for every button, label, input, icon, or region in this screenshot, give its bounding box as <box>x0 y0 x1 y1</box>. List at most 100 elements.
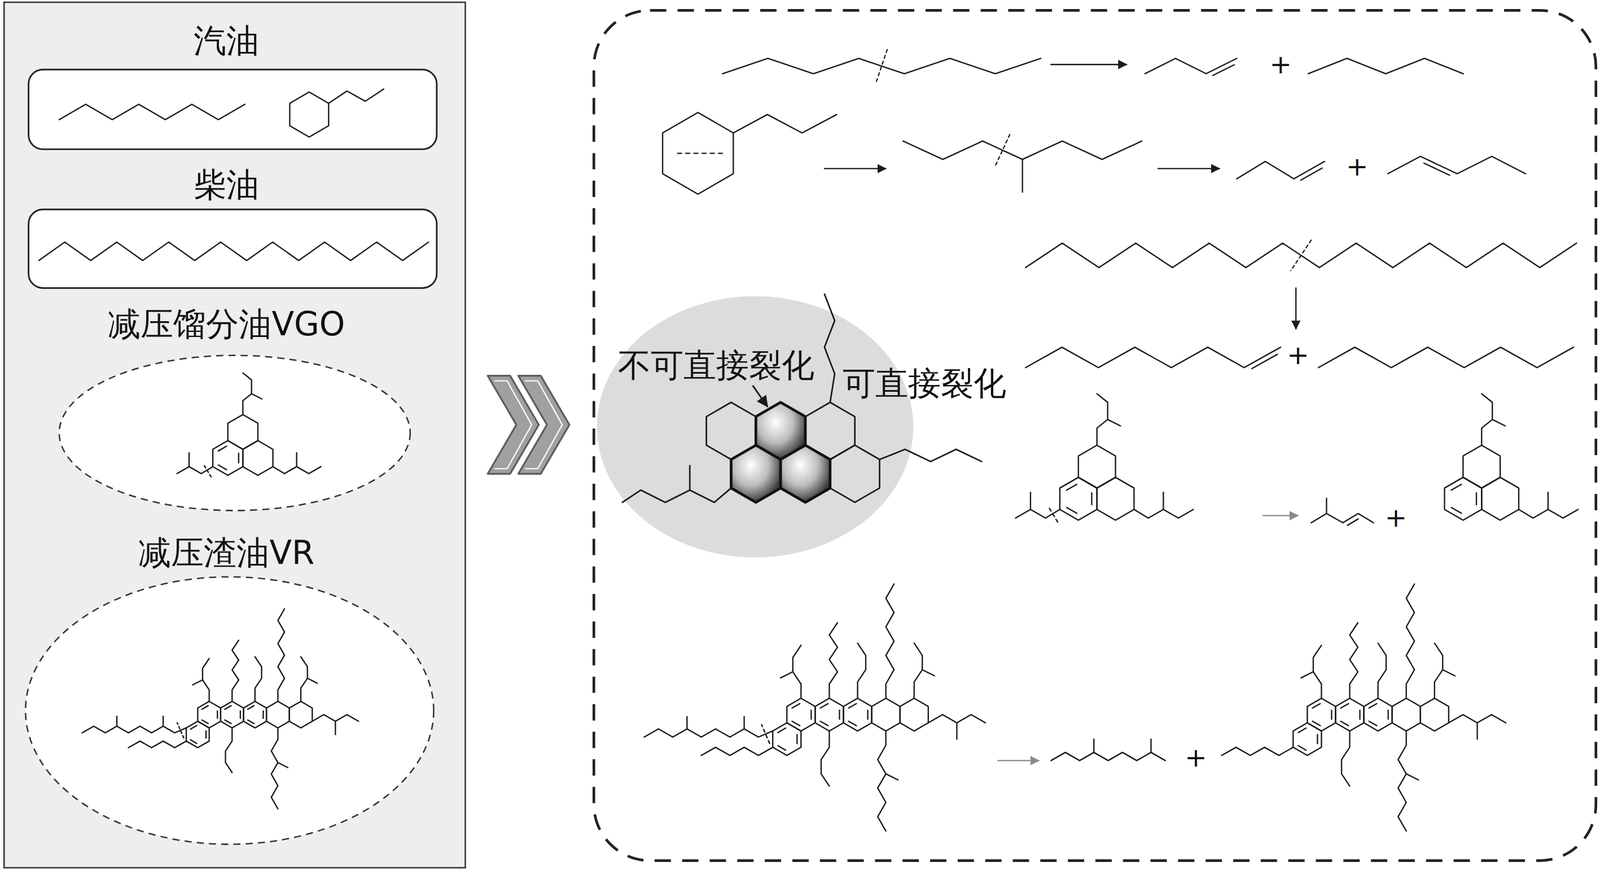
alkyl-chain <box>255 656 262 701</box>
double-bond <box>848 703 857 708</box>
alkyl-chain <box>295 452 297 467</box>
fraction-label: 汽油 <box>193 21 260 61</box>
alkyl-chain <box>886 584 894 699</box>
reaction-arrow <box>1263 514 1298 516</box>
double-bond <box>1451 484 1462 490</box>
double-bond <box>1330 709 1332 720</box>
alkyl-chain <box>188 452 190 467</box>
ring-bond <box>242 440 273 476</box>
double-bond <box>820 721 829 726</box>
ring-bond <box>1392 698 1421 731</box>
cleavage-mark <box>875 49 888 83</box>
octane-molecule <box>59 104 245 120</box>
cleavage-mark <box>677 152 723 154</box>
alkyl-chain <box>1150 738 1152 753</box>
annotation-text: 不可直接裂化 <box>617 345 815 385</box>
alkyl-chain <box>780 671 793 678</box>
double-bond <box>202 719 209 723</box>
reaction-arrow <box>1295 287 1297 329</box>
ring-bond <box>1444 477 1483 521</box>
alkene-molecule <box>1236 161 1325 179</box>
alkyl-chain <box>116 716 118 727</box>
double-bond <box>190 739 197 744</box>
alkyl-chain <box>1133 509 1194 519</box>
alkyl-chain <box>1349 622 1358 699</box>
ring-bond <box>1364 698 1393 731</box>
double-bond <box>224 719 231 723</box>
fraction-ellipse: 减压馏分油VGO <box>59 304 411 511</box>
alkyl-chain <box>857 642 866 699</box>
ring-bond <box>266 701 290 729</box>
double-bond <box>777 745 786 751</box>
alkyl-chain <box>192 679 203 685</box>
alkene-molecule <box>1025 347 1281 368</box>
alkyl-chain <box>277 608 285 702</box>
alkyl-chain <box>914 642 923 699</box>
double-bond <box>1090 492 1093 505</box>
alkyl-chain <box>829 622 837 699</box>
reaction-panel <box>593 10 1596 861</box>
reaction-arrow <box>824 168 886 170</box>
fraction-label: 减压渣油VR <box>138 533 315 573</box>
ring-bond <box>843 698 872 731</box>
cleavage-mark <box>995 134 1011 166</box>
alkyl-chain <box>1313 645 1322 699</box>
alkyl-chain <box>622 488 732 503</box>
alkyl-chain <box>300 656 308 701</box>
plus-sign: + <box>1286 340 1309 370</box>
alkyl-chain <box>701 747 774 756</box>
alkyl-chain <box>202 658 210 701</box>
ring-bond <box>1307 698 1336 731</box>
double-bond <box>1475 492 1477 505</box>
double-bond <box>1316 734 1318 744</box>
ring-bond <box>1059 477 1098 521</box>
alkyl-chain <box>273 466 322 474</box>
ring-bond <box>1292 722 1322 756</box>
double-bond <box>1300 168 1323 181</box>
alkyl-chain <box>922 669 935 676</box>
ring-bond <box>243 701 267 729</box>
double-bond <box>1359 709 1361 720</box>
reaction-arrow <box>1050 63 1127 65</box>
alkyl-chain <box>1221 747 1294 756</box>
fraction-label: 减压馏分油VGO <box>107 304 345 344</box>
ring-bond <box>786 698 815 731</box>
double-bond <box>1312 703 1321 708</box>
alkyl-chain <box>886 773 899 780</box>
molecule-ground <box>597 296 914 558</box>
alkyl-chain <box>1406 584 1415 699</box>
double-bond <box>838 709 840 720</box>
aromatic-ring <box>780 445 831 503</box>
alkyl-chain <box>928 714 986 723</box>
vr-molecule <box>82 608 359 809</box>
alkyl-chain <box>231 640 239 701</box>
chevron-arrow <box>518 375 569 475</box>
annotation-text: 可直接裂化 <box>842 364 1007 403</box>
fraction-ellipse-outline <box>59 355 411 511</box>
double-bond <box>1387 709 1389 720</box>
double-bond <box>218 445 227 451</box>
fraction-label: 柴油 <box>193 165 260 205</box>
fraction-ellipse: 减压渣油VR <box>25 534 434 847</box>
double-bond <box>1312 721 1321 726</box>
alkyl-chain <box>1162 492 1164 510</box>
plus-sign: + <box>1384 502 1407 533</box>
alkyl-chain <box>879 449 983 462</box>
alkyl-chain <box>334 721 336 735</box>
reaction-arrow <box>997 759 1039 761</box>
vgo-product <box>1444 393 1579 521</box>
double-bond <box>1212 64 1235 76</box>
fraction-box: 柴油 <box>28 161 437 288</box>
reaction-arrow <box>1158 168 1220 170</box>
alkyl-chain <box>1341 730 1350 787</box>
ring-bond <box>212 440 243 476</box>
ring-bond <box>772 722 801 756</box>
double-bond <box>1340 721 1349 726</box>
fraction-ellipse-outline <box>25 576 434 845</box>
ring-bond <box>289 91 329 138</box>
alkene-molecule <box>1311 513 1374 523</box>
double-bond <box>216 711 218 719</box>
alkyl-chain <box>1378 642 1387 699</box>
